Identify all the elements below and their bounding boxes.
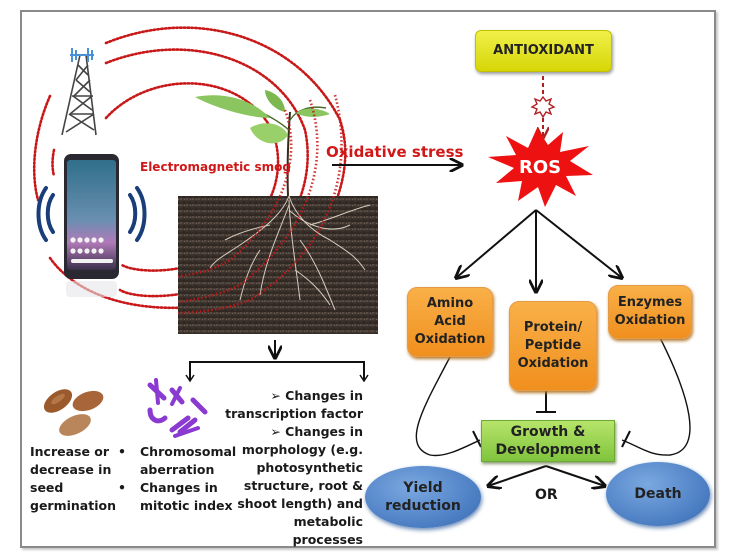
text-line: ➢ Changes in: [270, 424, 363, 439]
box-line: Protein/: [523, 320, 583, 335]
text-line: decrease in: [30, 462, 112, 477]
death-label: Death: [634, 486, 682, 502]
soil-image: [178, 196, 378, 334]
ros-label: ROS: [519, 157, 562, 178]
plant-roots: [209, 195, 371, 311]
text-line: Chromosomal: [140, 444, 237, 459]
text-line: ➢ Changes in: [270, 388, 363, 403]
text-line: Increase or: [30, 444, 110, 459]
antioxidant-label: ANTIOXIDANT: [493, 43, 594, 58]
enzymes-oxidation-box: Enzymes Oxidation: [608, 285, 692, 339]
box-line: Amino: [426, 296, 474, 311]
outcome-arrows: [488, 465, 605, 486]
bullet: •: [118, 480, 126, 495]
text-line: structure, root &: [243, 478, 363, 493]
antioxidant-box: ANTIOXIDANT: [475, 30, 612, 72]
radiation-arc-3: [104, 82, 280, 272]
text-line: seed: [30, 480, 64, 495]
box-line: Enzymes: [617, 295, 683, 310]
chromosomal-effects-text: Chromosomal aberration Changes in mitoti…: [140, 443, 236, 515]
electromagnetic-smog-label: Electromagnetic smog: [140, 160, 291, 174]
protein-peptide-oxidation-box: Protein/ Peptide Oxidation: [509, 301, 597, 391]
smartphone-icon: [64, 154, 119, 297]
text-line: shoot length) and: [237, 496, 363, 511]
seeds-image: [43, 389, 104, 436]
effects-bracket: [185, 340, 369, 383]
radiation-arc-left-2: [51, 148, 56, 178]
plant-seedling-icon: [195, 90, 330, 197]
ros-starburst: [488, 128, 593, 207]
box-line: reduction: [385, 498, 461, 514]
box-line: Peptide: [524, 338, 582, 353]
chromosome-bullets: • •: [118, 443, 126, 497]
text-line: aberration: [140, 462, 215, 477]
box-line: Oxidation: [614, 313, 686, 328]
cell-tower-icon: [61, 48, 97, 136]
box-line: Acid: [434, 314, 466, 329]
chromosomes-image: [147, 378, 208, 438]
text-line: mitotic index: [140, 498, 233, 513]
box-line: Oxidation: [414, 332, 486, 347]
radiation-arcs-over-soil: [177, 94, 343, 315]
ros-branch-arrows: [456, 209, 622, 292]
or-label: OR: [535, 487, 558, 503]
box-line: Growth &: [510, 424, 586, 440]
box-line: Yield: [403, 480, 443, 496]
growth-development-box: Growth & Development: [481, 420, 615, 462]
radiation-arc-left-1: [32, 94, 52, 202]
burst-icon: [530, 95, 556, 119]
signal-waves-icon: [36, 186, 147, 242]
box-line: Oxidation: [517, 356, 589, 371]
antioxidant-inhibition-arrow: [530, 76, 556, 138]
oxidative-stress-label: Oxidative stress: [326, 143, 464, 161]
bullet: •: [118, 444, 126, 459]
text-line: metabolic processes: [292, 514, 363, 547]
text-line: transcription factor: [225, 406, 363, 421]
radiation-arc-2: [104, 48, 309, 298]
yield-reduction-ellipse: Yield reduction: [365, 466, 481, 528]
inhibition-lines: [415, 329, 691, 457]
death-ellipse: Death: [606, 462, 710, 526]
text-line: morphology (e.g.: [241, 442, 363, 457]
amino-acid-oxidation-box: Amino Acid Oxidation: [407, 287, 493, 357]
seed-germination-text: Increase or decrease in seed germination: [30, 443, 116, 515]
text-line: germination: [30, 498, 116, 513]
box-line: Development: [495, 442, 601, 458]
text-line: Changes in: [140, 480, 218, 495]
text-line: photosynthetic: [256, 460, 363, 475]
morphology-effects-text: ➢ Changes in transcription factor ➢ Chan…: [225, 387, 363, 549]
